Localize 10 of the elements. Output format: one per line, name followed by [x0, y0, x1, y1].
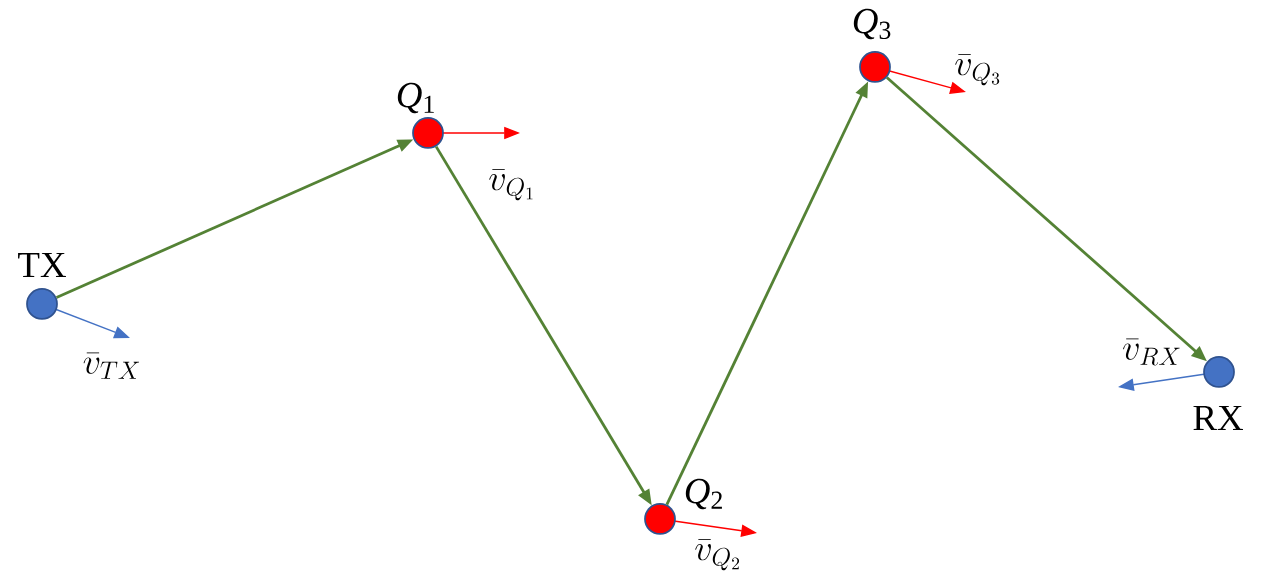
velocity-label: $\bar{v}_{Q_2}$ — [695, 539, 740, 571]
velocity-label: $\bar{v}_{RX}$ — [1123, 338, 1180, 366]
node-label: RX — [1193, 405, 1243, 431]
velocity-label: $\bar{v}_{Q_3}$ — [955, 54, 1000, 86]
velocity-label: $\bar{v}_{TX}$ — [83, 352, 140, 379]
node-label: Q$_{2}$ — [685, 478, 722, 510]
node-label: TX — [18, 252, 66, 278]
velocity-label: $\bar{v}_{Q_1}$ — [489, 169, 533, 201]
node-label: Q$_{3}$ — [853, 8, 891, 40]
node-label: Q$_{1}$ — [397, 82, 434, 114]
